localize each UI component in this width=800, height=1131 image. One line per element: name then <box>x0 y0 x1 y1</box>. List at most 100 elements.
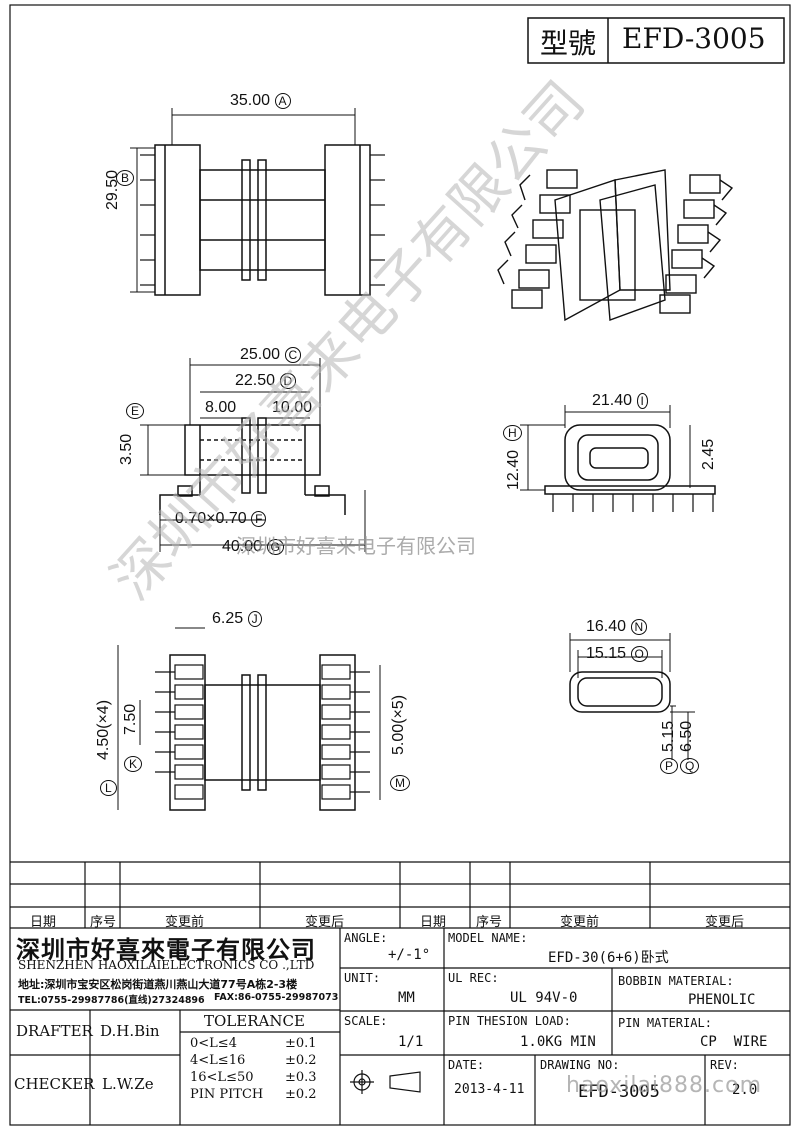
marker-m: M <box>390 775 410 791</box>
marker-q: Q <box>680 758 700 774</box>
title-block-grid <box>10 928 790 1125</box>
tol-value-1: ±0.1 <box>285 1036 317 1051</box>
date-value: 2013-4-11 <box>454 1082 525 1097</box>
dim-f: 0.70×0.70 F <box>175 510 267 528</box>
dim-a-value: 35.00 <box>230 92 271 109</box>
tol-range-1: 0<L≤4 <box>190 1036 237 1051</box>
drawing-no-label: DRAWING NO: <box>540 1058 620 1072</box>
marker-a: A <box>274 93 291 109</box>
dim-h2-value: 2.45 <box>700 438 717 470</box>
company-fax: FAX:86-0755-29987073 <box>214 992 339 1003</box>
ul-rec-value: UL 94V-0 <box>510 990 578 1006</box>
rev-value: 2.0 <box>732 1082 758 1098</box>
marker-e: E <box>126 403 145 419</box>
rev-header-seq-right: 序号 <box>476 915 503 930</box>
pin-material-value: CP WIRE <box>700 1034 768 1050</box>
dim-i: 21.40 I <box>592 392 648 410</box>
dim-c: 25.00 C <box>240 346 302 364</box>
dim-g-value: 40.00 <box>222 538 263 555</box>
rev-header-after-right: 变更后 <box>705 915 745 930</box>
date-label: DATE: <box>448 1058 485 1072</box>
dim-f-value: 0.70×0.70 <box>175 510 247 527</box>
dim-c-value: 25.00 <box>240 346 281 363</box>
unit-label: UNIT: <box>344 971 381 985</box>
dim-h-value: 12.40 <box>505 449 522 490</box>
rev-header-seq-left: 序号 <box>90 915 117 930</box>
dim-d: 22.50 D <box>235 372 297 390</box>
pin-load-value: 1.0KG MIN <box>520 1034 596 1050</box>
side-view <box>520 405 716 512</box>
dim-j: 6.25 J <box>212 610 262 628</box>
isometric-view <box>497 169 734 322</box>
model-label: 型號 <box>540 27 597 60</box>
top-view <box>130 108 385 296</box>
marker-n: N <box>630 619 648 635</box>
scale-value: 1/1 <box>398 1034 424 1050</box>
marker-p: P <box>660 758 679 774</box>
marker-k: K <box>124 756 143 772</box>
dim-m-value: 5.00(×5) <box>390 694 407 755</box>
tolerance-title: TOLERANCE <box>204 1012 305 1030</box>
marker-d: D <box>279 373 297 389</box>
dim-w1: 8.00 <box>205 399 237 416</box>
dim-n-value: 16.40 <box>586 618 627 635</box>
bobbin-label: BOBBIN MATERIAL: <box>618 974 734 988</box>
bottom-view <box>117 627 381 811</box>
tol-value-2: ±0.2 <box>285 1053 317 1068</box>
dim-e-value: 3.50 <box>118 433 135 465</box>
checker-label: CHECKER <box>14 1075 95 1093</box>
revision-grid <box>10 861 790 929</box>
pin-section-view <box>569 633 695 760</box>
drafter-label: DRAFTER <box>16 1022 93 1040</box>
bobbin-value: PHENOLIC <box>688 992 756 1008</box>
projection-symbol <box>350 1070 421 1094</box>
marker-b: B <box>116 170 135 186</box>
company-tel: TEL:0755-29987786(直线)27324896 <box>18 995 205 1006</box>
rev-header-before-left: 变更前 <box>165 915 205 930</box>
dim-i-value: 21.40 <box>592 392 633 409</box>
marker-c: C <box>284 347 302 363</box>
pin-material-label: PIN MATERIAL: <box>618 1016 712 1030</box>
marker-o: O <box>630 646 648 662</box>
marker-f: F <box>251 511 267 527</box>
dim-w2: 10.00 <box>272 399 313 416</box>
dim-g: 40.00 G <box>222 538 284 556</box>
marker-j: J <box>247 611 262 627</box>
tol-value-4: ±0.2 <box>285 1087 317 1102</box>
rev-header-date-right: 日期 <box>420 915 447 930</box>
dim-d-value: 22.50 <box>235 372 276 389</box>
angle-label: ANGLE: <box>344 931 388 945</box>
checker-name: L.W.Ze <box>102 1075 154 1093</box>
rev-header-after-left: 变更后 <box>305 915 345 930</box>
company-name-en: SHENZHEN HAOXILAIELECTRONICS CO .,LTD <box>18 958 315 972</box>
dim-k-value: 7.50 <box>122 703 139 735</box>
tol-range-2: 4<L≤16 <box>190 1053 246 1068</box>
marker-h: H <box>503 425 522 441</box>
marker-l: L <box>100 780 117 796</box>
dim-j-value: 6.25 <box>212 610 244 627</box>
dim-o-value: 15.15 <box>586 645 627 662</box>
rev-header-date-left: 日期 <box>30 915 57 930</box>
dim-a: 35.00 A <box>230 92 291 110</box>
tol-range-3: 16<L≤50 <box>190 1070 254 1085</box>
ul-rec-label: UL REC: <box>448 971 499 985</box>
dim-n: 16.40 N <box>586 618 648 636</box>
drafter-name: D.H.Bin <box>100 1022 160 1040</box>
dim-o: 15.15 O <box>586 645 648 663</box>
unit-value: MM <box>398 990 415 1006</box>
marker-i: I <box>636 393 648 409</box>
dim-q-value: 6.50 <box>678 720 695 752</box>
company-name-cn: 深圳市好喜來電子有限公司 <box>16 935 316 964</box>
dim-b-value: 29.50 <box>104 169 121 210</box>
dim-l-value: 4.50(×4) <box>95 699 112 760</box>
model-name-value: EFD-30(6+6)卧式 <box>548 950 669 966</box>
dim-p-value: 5.15 <box>660 720 677 752</box>
rev-label: REV: <box>710 1058 739 1072</box>
model-name-label: MODEL NAME: <box>448 931 528 945</box>
rev-header-before-right: 变更前 <box>560 915 600 930</box>
pin-load-label: PIN THESION LOAD: <box>448 1014 571 1028</box>
marker-g: G <box>266 539 284 555</box>
tol-range-4: PIN PITCH <box>190 1087 264 1102</box>
tol-value-3: ±0.3 <box>285 1070 317 1085</box>
drawing-no-value: EFD-3005 <box>578 1082 660 1102</box>
